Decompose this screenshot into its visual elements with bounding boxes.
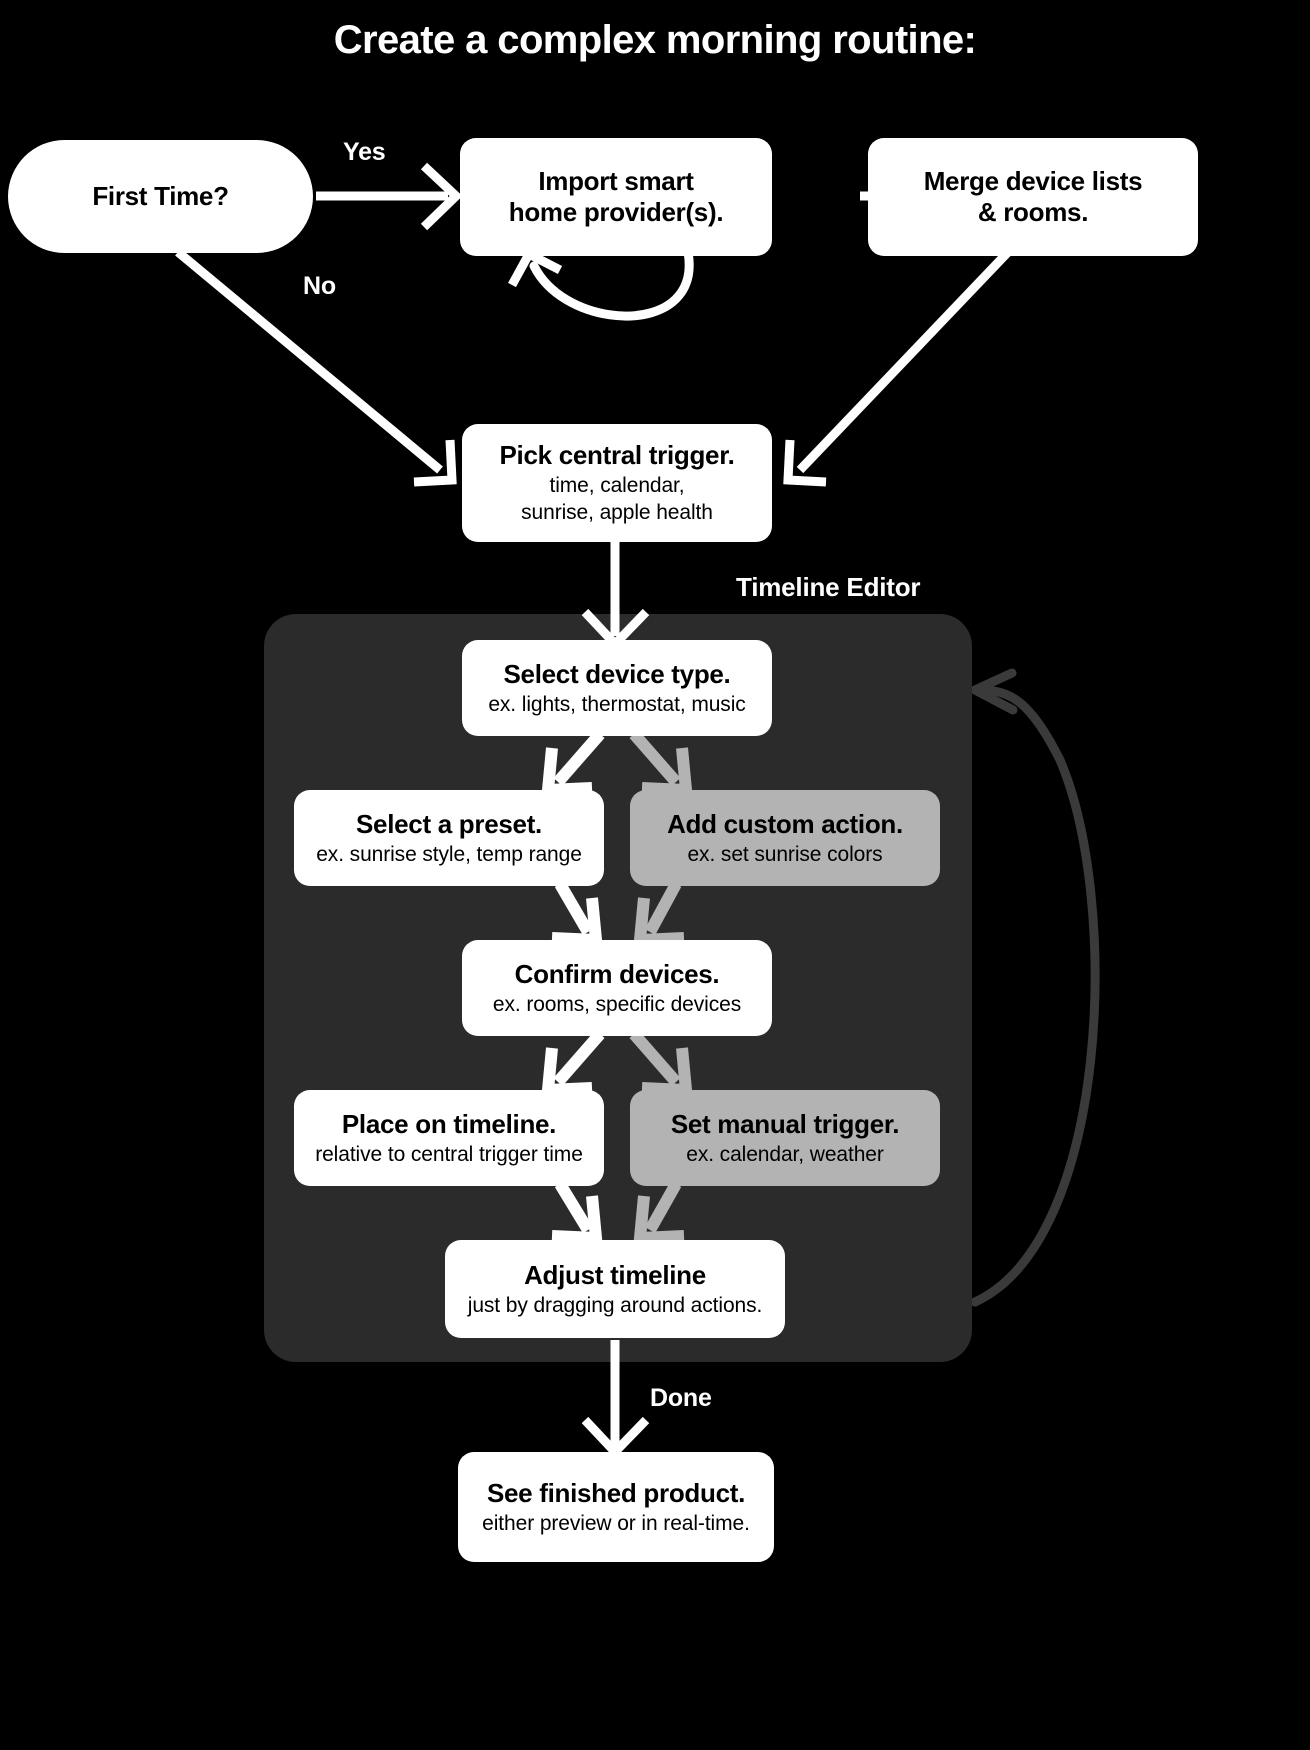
node-select-device-type-title: Select device type. xyxy=(503,658,731,689)
node-confirm-devices[interactable]: Confirm devices. ex. rooms, specific dev… xyxy=(462,940,772,1036)
node-select-device-type[interactable]: Select device type. ex. lights, thermost… xyxy=(462,640,772,736)
timeline-editor-label: Timeline Editor xyxy=(736,572,921,602)
node-see-finished-product-sub: either preview or in real-time. xyxy=(482,1511,750,1535)
edge-adjust-to-finished-done xyxy=(581,1340,650,1459)
node-confirm-devices-title: Confirm devices. xyxy=(514,958,720,989)
node-pick-trigger-sub-line2: sunrise, apple health xyxy=(521,501,713,525)
edge-merge-to-pick-trigger xyxy=(783,246,1014,487)
edge-label-done: Done xyxy=(650,1384,712,1412)
node-import-provider-line1: Import smart xyxy=(538,166,694,197)
node-set-manual-trigger-sub: ex. calendar, weather xyxy=(686,1142,884,1166)
node-import-provider-line2: home provider(s). xyxy=(508,197,724,227)
node-see-finished-product[interactable]: See finished product. either preview or … xyxy=(458,1452,774,1562)
node-select-preset[interactable]: Select a preset. ex. sunrise style, temp… xyxy=(294,790,604,886)
node-pick-trigger[interactable]: Pick central trigger. time, calendar, su… xyxy=(462,424,772,542)
node-set-manual-trigger[interactable]: Set manual trigger. ex. calendar, weathe… xyxy=(630,1090,940,1186)
page-title: Create a complex morning routine: xyxy=(333,18,977,62)
node-add-custom-action-title: Add custom action. xyxy=(667,808,903,839)
node-merge-devices-line1: Merge device lists xyxy=(923,166,1143,197)
node-merge-devices[interactable]: Merge device lists & rooms. xyxy=(868,138,1198,256)
node-confirm-devices-sub: ex. rooms, specific devices xyxy=(492,992,742,1016)
node-select-preset-title: Select a preset. xyxy=(356,808,542,839)
edge-manual-trigger-to-adjust xyxy=(633,1181,685,1245)
node-add-custom-action[interactable]: Add custom action. ex. set sunrise color… xyxy=(630,790,940,886)
node-place-on-timeline-title: Place on timeline. xyxy=(341,1108,557,1139)
node-merge-devices-line2: & rooms. xyxy=(977,197,1089,227)
edge-label-yes: Yes xyxy=(343,138,386,166)
node-first-time[interactable]: First Time? xyxy=(8,140,313,253)
node-place-on-timeline[interactable]: Place on timeline. relative to central t… xyxy=(294,1090,604,1186)
node-place-on-timeline-sub: relative to central trigger time xyxy=(315,1142,583,1166)
node-pick-trigger-sub-line1: time, calendar, xyxy=(549,473,685,497)
node-pick-trigger-title: Pick central trigger. xyxy=(499,440,735,471)
node-import-provider[interactable]: Import smart home provider(s). xyxy=(460,138,772,256)
edge-first-time-yes xyxy=(316,162,463,231)
edge-place-to-adjust xyxy=(551,1180,603,1245)
node-adjust-timeline-sub: just by dragging around actions. xyxy=(467,1293,763,1317)
edge-label-no: No xyxy=(303,272,336,300)
node-see-finished-product-title: See finished product. xyxy=(486,1477,746,1508)
node-select-preset-sub: ex. sunrise style, temp range xyxy=(316,842,582,866)
node-add-custom-action-sub: ex. set sunrise colors xyxy=(687,842,883,866)
node-adjust-timeline-title: Adjust timeline xyxy=(524,1259,706,1290)
node-adjust-timeline[interactable]: Adjust timeline just by dragging around … xyxy=(445,1240,785,1338)
feedback-loop-edge xyxy=(970,668,1100,1307)
edge-first-time-no xyxy=(175,248,457,487)
node-set-manual-trigger-title: Set manual trigger. xyxy=(670,1108,900,1139)
node-select-device-type-sub: ex. lights, thermostat, music xyxy=(488,692,746,716)
node-first-time-title: First Time? xyxy=(92,181,229,212)
